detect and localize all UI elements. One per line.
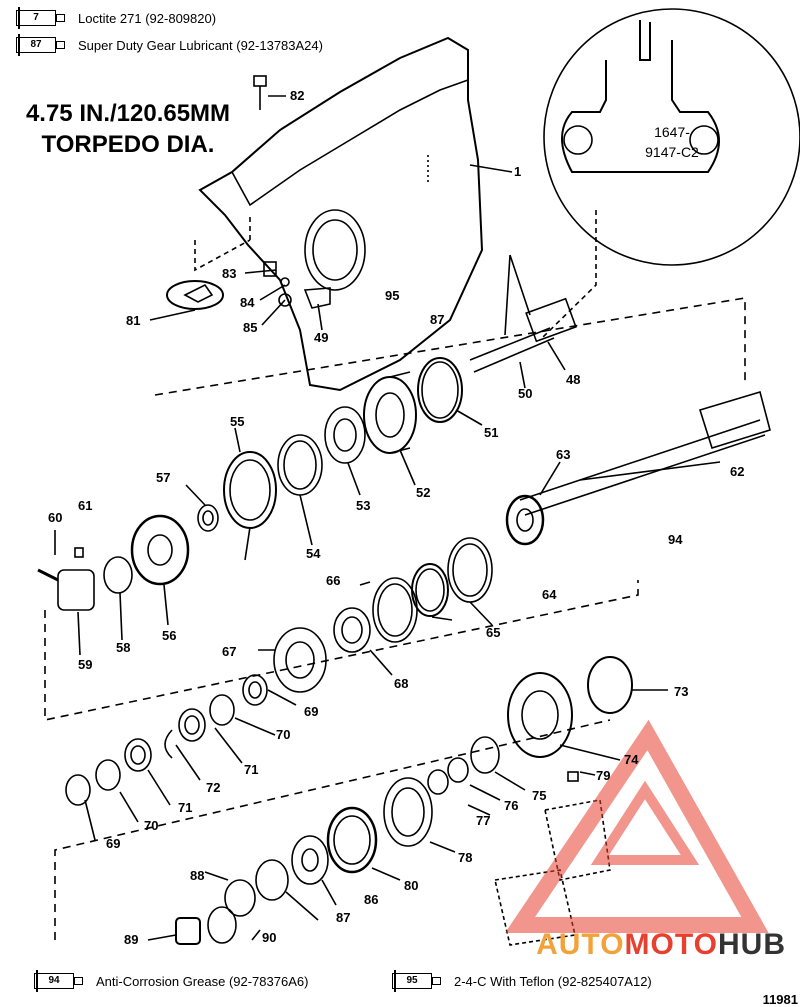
callout-48: 48 bbox=[566, 372, 581, 387]
callout-51: 51 bbox=[484, 425, 499, 440]
callout-61: 61 bbox=[78, 498, 93, 513]
callout-87-b: 87 bbox=[336, 910, 351, 925]
legend-row-gear-lube: 87 Super Duty Gear Lubricant (92-13783A2… bbox=[16, 34, 323, 56]
callout-62: 62 bbox=[730, 464, 745, 479]
callout-84: 84 bbox=[240, 295, 255, 310]
callout-89: 89 bbox=[124, 932, 139, 947]
callout-88: 88 bbox=[190, 868, 205, 883]
callout-72: 72 bbox=[206, 780, 221, 795]
callout-69-a: 69 bbox=[304, 704, 319, 719]
callout-90: 90 bbox=[262, 930, 277, 945]
tube-icon: 95 bbox=[392, 970, 444, 992]
callout-70-b: 70 bbox=[144, 818, 159, 833]
tube-icon: 94 bbox=[34, 970, 86, 992]
callout-1: 1 bbox=[514, 164, 522, 179]
callout-83: 83 bbox=[222, 266, 237, 281]
callout-74: 74 bbox=[624, 752, 639, 767]
part-number-line-2: 9147-C2 bbox=[645, 144, 699, 160]
callout-64: 64 bbox=[542, 587, 557, 602]
reference-id: 11981 bbox=[762, 992, 798, 1007]
callout-86: 86 bbox=[364, 892, 379, 907]
callout-77: 77 bbox=[476, 813, 491, 828]
watermark-part-2: MOTO bbox=[624, 928, 718, 961]
callout-63: 63 bbox=[556, 447, 571, 462]
gear-housing bbox=[198, 36, 484, 392]
detail-plate bbox=[561, 20, 720, 173]
callout-87-a: 87 bbox=[430, 312, 445, 327]
callout-73: 73 bbox=[674, 684, 689, 699]
callout-60: 60 bbox=[48, 510, 63, 525]
heading-line-2: TORPEDO DIA. bbox=[41, 131, 215, 158]
legend-text: Loctite 271 (92-809820) bbox=[78, 10, 217, 26]
callout-58: 58 bbox=[116, 640, 131, 655]
tube-icon: 7 bbox=[16, 7, 68, 29]
callout-67: 67 bbox=[222, 644, 237, 659]
callout-95-a: 95 bbox=[385, 288, 400, 303]
legend-row-2-4-c: 95 2-4-C With Teflon (92-825407A12) bbox=[392, 970, 652, 992]
callout-71-b: 71 bbox=[178, 800, 193, 815]
callout-70-a: 70 bbox=[276, 727, 291, 742]
callout-53: 53 bbox=[356, 498, 371, 513]
callout-59: 59 bbox=[78, 657, 93, 672]
callout-52: 52 bbox=[416, 485, 431, 500]
callout-79: 79 bbox=[596, 768, 611, 783]
callout-65: 65 bbox=[486, 625, 501, 640]
callout-81: 81 bbox=[126, 313, 141, 328]
callout-76: 76 bbox=[504, 798, 519, 813]
callout-49: 49 bbox=[314, 330, 329, 345]
callout-66: 66 bbox=[326, 573, 341, 588]
callout-85: 85 bbox=[243, 320, 258, 335]
part-number-line-1: 1647- bbox=[654, 124, 690, 140]
callout-71-a: 71 bbox=[244, 762, 259, 777]
callout-68: 68 bbox=[394, 676, 409, 691]
callout-54: 54 bbox=[306, 546, 321, 561]
callout-94: 94 bbox=[668, 532, 683, 547]
callout-56: 56 bbox=[162, 628, 177, 643]
callout-69-b: 69 bbox=[106, 836, 121, 851]
callout-75: 75 bbox=[532, 788, 547, 803]
legend-text: 2-4-C With Teflon (92-825407A12) bbox=[454, 973, 652, 989]
watermark-triangle bbox=[504, 719, 769, 933]
legend-text: Super Duty Gear Lubricant (92-13783A24) bbox=[78, 37, 323, 53]
legend-text: Anti-Corrosion Grease (92-78376A6) bbox=[96, 973, 309, 989]
callout-82: 82 bbox=[290, 88, 305, 103]
callout-55: 55 bbox=[230, 414, 245, 429]
torpedo-diameter-heading: 4.75 IN./120.65MM TORPEDO DIA. bbox=[14, 98, 242, 160]
detail-circle bbox=[543, 8, 800, 266]
callout-57: 57 bbox=[156, 470, 171, 485]
watermark-part-1: AUTO bbox=[536, 928, 625, 961]
tube-icon: 87 bbox=[16, 34, 68, 56]
callout-78: 78 bbox=[458, 850, 473, 865]
heading-line-1: 4.75 IN./120.65MM bbox=[25, 100, 231, 127]
callout-80: 80 bbox=[404, 878, 419, 893]
watermark-part-3: HUB bbox=[718, 928, 786, 961]
legend-row-anti-corrosion: 94 Anti-Corrosion Grease (92-78376A6) bbox=[34, 970, 309, 992]
detail-part-number: 1647- 9147-C2 bbox=[598, 122, 746, 162]
callout-50: 50 bbox=[518, 386, 533, 401]
watermark-logo: AUTOMOTOHUB bbox=[536, 928, 786, 962]
legend-row-loctite: 7 Loctite 271 (92-809820) bbox=[16, 7, 217, 29]
